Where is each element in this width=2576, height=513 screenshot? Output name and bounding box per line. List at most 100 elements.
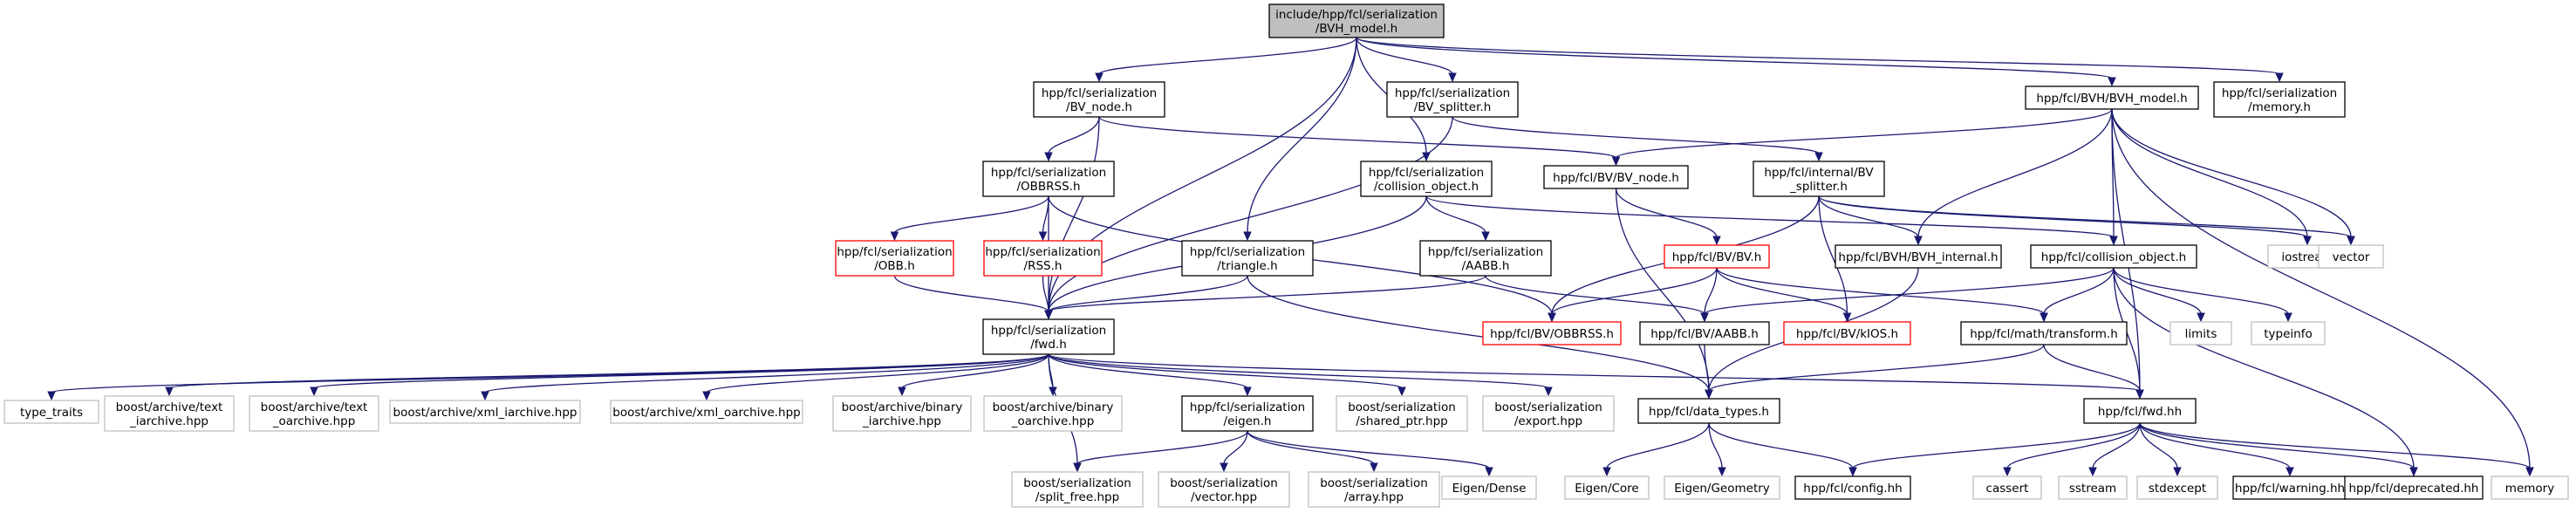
node-ser-rss[interactable]: hpp/fcl/serialization/RSS.h	[983, 240, 1103, 277]
edge-line	[1048, 116, 1453, 312]
node-box	[2251, 321, 2326, 345]
edge-arrowhead	[2275, 72, 2284, 83]
node-ser-bvnode[interactable]: hpp/fcl/serialization/BV_node.h	[1033, 81, 1165, 118]
node-label: typeinfo	[2264, 327, 2312, 341]
node-text-iarchive[interactable]: boost/archive/text_iarchive.hpp	[104, 395, 235, 432]
include-edge-fwd_hh-to-cassert	[2003, 422, 2141, 477]
node-binary-iarchive[interactable]: boost/archive/binary_iarchive.hpp	[832, 395, 972, 432]
edge-line	[1716, 267, 2045, 315]
include-edge-root-to-ser_bvsplitter	[1356, 37, 1457, 83]
node-deprecated[interactable]: hpp/fcl/deprecated.hh	[2344, 475, 2484, 500]
edge-arrowhead	[890, 231, 899, 242]
include-edge-collobj-to-limits	[2113, 267, 2205, 323]
node-sstream[interactable]: sstream	[2058, 475, 2128, 500]
edge-line	[2111, 108, 2352, 238]
node-label: /collision_object.h	[1374, 180, 1479, 194]
node-box	[1753, 161, 1885, 197]
node-ser-collobj[interactable]: hpp/fcl/serialization/collision_object.h	[1360, 161, 1493, 197]
node-label: memory	[2505, 482, 2554, 496]
edge-arrowhead	[1397, 386, 1406, 397]
node-bvh-model[interactable]: hpp/fcl/BVH/BVH_model.h	[2025, 86, 2199, 110]
node-shared-ptr[interactable]: boost/serialization/shared_ptr.hpp	[1336, 395, 1468, 432]
edge-arrowhead	[1485, 467, 1493, 477]
node-xml-oarchive[interactable]: boost/archive/xml_oarchive.hpp	[610, 400, 803, 424]
node-box	[1158, 471, 1290, 508]
node-ser-aabb[interactable]: hpp/fcl/serialization/AABB.h	[1419, 240, 1552, 277]
node-ser-obb[interactable]: hpp/fcl/serialization/OBB.h	[835, 240, 954, 277]
node-ser-triangle[interactable]: hpp/fcl/serialization/triangle.h	[1181, 240, 1314, 277]
node-label: _oarchive.hpp	[1011, 414, 1095, 428]
node-stdexcept[interactable]: stdexcept	[2136, 475, 2218, 500]
node-label: boost/archive/xml_iarchive.hpp	[393, 406, 577, 420]
edge-arrowhead	[1914, 236, 1923, 246]
node-ser-array[interactable]: boost/serialization/array.hpp	[1308, 471, 1440, 508]
edge-line	[1048, 275, 1248, 312]
edge-arrowhead	[1448, 72, 1457, 83]
node-warning[interactable]: hpp/fcl/warning.hh	[2232, 475, 2347, 500]
node-ser-bvsplitter[interactable]: hpp/fcl/serialization/BV_splitter.h	[1386, 81, 1519, 118]
node-ser-fwd[interactable]: hpp/fcl/serialization/fwd.h	[982, 318, 1115, 355]
edge-line	[1247, 430, 1375, 465]
node-label: /OBBRSS.h	[1016, 180, 1080, 194]
node-fwd-hh[interactable]: hpp/fcl/fwd.hh	[2083, 398, 2197, 424]
node-ser-obbrss[interactable]: hpp/fcl/serialization/OBBRSS.h	[982, 161, 1115, 197]
node-config[interactable]: hpp/fcl/config.hh	[1794, 475, 1911, 500]
node-typeinfo[interactable]: typeinfo	[2251, 321, 2326, 345]
node-bv-node[interactable]: hpp/fcl/BV/BV_node.h	[1543, 165, 1689, 189]
node-internal-splitter[interactable]: hpp/fcl/internal/BV_splitter.h	[1753, 161, 1885, 197]
include-edge-bv_bv-to-math_transform	[1716, 267, 2048, 323]
node-limits[interactable]: limits	[2169, 321, 2232, 345]
node-label: /BV_splitter.h	[1414, 100, 1492, 114]
node-eigen-geometry[interactable]: Eigen/Geometry	[1664, 475, 1780, 500]
edge-line	[1615, 188, 1710, 392]
node-split-free[interactable]: boost/serialization/split_free.hpp	[1011, 471, 1144, 508]
include-edge-collobj-to-bv_aabb	[1700, 267, 2115, 323]
node-box	[1181, 395, 1314, 432]
node-label: boost/serialization	[1494, 400, 1602, 414]
edge-line	[1356, 37, 2280, 75]
node-memory[interactable]: memory	[2491, 475, 2569, 500]
node-math-transform[interactable]: hpp/fcl/math/transform.h	[1960, 321, 2128, 345]
include-edge-ser_fwd-to-xml_oarchive	[702, 353, 1049, 401]
node-bv-bv[interactable]: hpp/fcl/BV/BV.h	[1664, 244, 1770, 269]
node-ser-eigen[interactable]: hpp/fcl/serialization/eigen.h	[1181, 395, 1314, 432]
node-eigen-core[interactable]: Eigen/Core	[1564, 475, 1650, 500]
include-edge-fwd_hh-to-deprecated	[2139, 422, 2418, 477]
include-edge-internal_splitter-to-bvh_internal	[1818, 195, 1923, 246]
edge-arrowhead	[1095, 72, 1104, 83]
edge-line	[2139, 422, 2291, 469]
node-label: hpp/fcl/data_types.h	[1649, 405, 1769, 419]
include-edge-data_types-to-config	[1708, 422, 1857, 477]
node-label: hpp/fcl/BV/BV_node.h	[1553, 171, 1679, 185]
node-label: limits	[2185, 327, 2217, 341]
node-bv-aabb[interactable]: hpp/fcl/BV/AABB.h	[1639, 321, 1770, 345]
node-data-types[interactable]: hpp/fcl/data_types.h	[1637, 398, 1780, 424]
node-bv-obbrss[interactable]: hpp/fcl/BV/OBBRSS.h	[1482, 321, 1622, 345]
node-ser-memory[interactable]: hpp/fcl/serialization/memory.h	[2213, 81, 2346, 118]
node-box	[1181, 240, 1314, 277]
node-text-oarchive[interactable]: boost/archive/text_oarchive.hpp	[249, 395, 379, 432]
node-label: Eigen/Dense	[1452, 482, 1527, 496]
node-eigen-dense[interactable]: Eigen/Dense	[1441, 475, 1537, 500]
node-xml-iarchive[interactable]: boost/archive/xml_iarchive.hpp	[389, 400, 581, 424]
node-label: stdexcept	[2149, 482, 2206, 496]
node-vector[interactable]: vector	[2318, 244, 2384, 269]
node-root: include/hpp/fcl/serialization/BVH_model.…	[1268, 3, 1445, 38]
node-label: hpp/fcl/warning.hh	[2235, 482, 2345, 496]
node-label: /fwd.h	[1030, 338, 1067, 352]
node-export[interactable]: boost/serialization/export.hpp	[1482, 395, 1615, 432]
node-cassert[interactable]: cassert	[1972, 475, 2042, 500]
include-edge-ser_fwd-to-fwd_hh	[1048, 353, 2144, 400]
include-edge-ser_aabb-to-ser_fwd	[1044, 275, 1486, 320]
node-bvh-internal[interactable]: hpp/fcl/BVH/BVH_internal.h	[1835, 244, 2002, 269]
node-label: /RSS.h	[1024, 259, 1063, 273]
node-collobj[interactable]: hpp/fcl/collision_object.h	[2030, 244, 2197, 269]
node-type-traits[interactable]: type_traits	[3, 400, 99, 424]
edge-line	[1356, 37, 1453, 75]
node-ser-vector[interactable]: boost/serialization/vector.hpp	[1158, 471, 1290, 508]
edge-line	[1704, 267, 1718, 315]
node-bv-kios[interactable]: hpp/fcl/BV/kIOS.h	[1783, 321, 1911, 345]
node-label: hpp/fcl/serialization	[1042, 86, 1157, 100]
node-binary-oarchive[interactable]: boost/archive/binary_oarchive.hpp	[983, 395, 1123, 432]
